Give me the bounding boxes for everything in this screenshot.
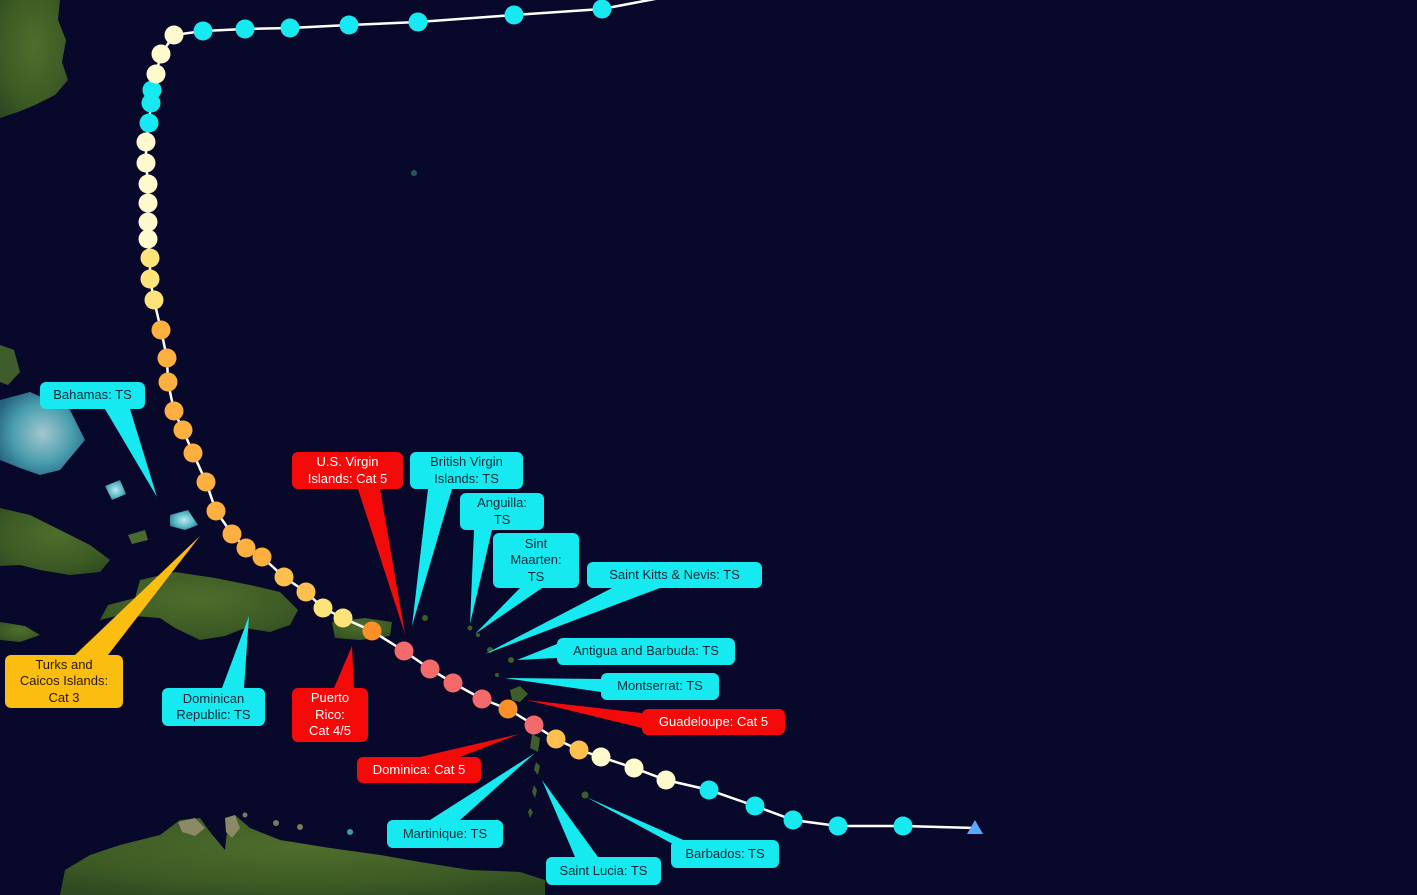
track-point-31 bbox=[157, 348, 177, 368]
track-point-8 bbox=[591, 747, 611, 767]
track-point-52 bbox=[408, 12, 428, 32]
label-martinique: Martinique: TS bbox=[387, 820, 503, 848]
callout-tail-saint-kitts-nevis bbox=[485, 588, 660, 654]
track-point-2 bbox=[828, 816, 848, 836]
track-point-34 bbox=[140, 269, 160, 289]
label-guadeloupe: Guadeloupe: Cat 5 bbox=[642, 709, 785, 735]
track-point-45 bbox=[146, 64, 166, 84]
track-point-51 bbox=[339, 15, 359, 35]
track-point-24 bbox=[222, 524, 242, 544]
track-point-48 bbox=[193, 21, 213, 41]
track-point-27 bbox=[183, 443, 203, 463]
track-point-10 bbox=[546, 729, 566, 749]
track-point-1 bbox=[893, 816, 913, 836]
track-point-14 bbox=[443, 673, 463, 693]
track-point-15 bbox=[420, 659, 440, 679]
label-puerto-rico: Puerto Rico: Cat 4/5 bbox=[292, 688, 368, 742]
storm-track-points bbox=[136, 0, 913, 836]
track-point-19 bbox=[313, 598, 333, 618]
label-sint-maarten: Sint Maarten: TS bbox=[493, 533, 579, 588]
label-barbados: Barbados: TS bbox=[671, 840, 779, 868]
track-point-38 bbox=[138, 193, 158, 213]
track-point-6 bbox=[656, 770, 676, 790]
track-point-53 bbox=[504, 5, 524, 25]
label-turks-caicos: Turks and Caicos Islands: Cat 3 bbox=[5, 655, 123, 708]
label-saint-lucia: Saint Lucia: TS bbox=[546, 857, 661, 885]
label-anguilla: Anguilla: TS bbox=[460, 493, 544, 530]
track-point-28 bbox=[173, 420, 193, 440]
callout-tail-guadeloupe bbox=[527, 700, 642, 728]
track-point-50 bbox=[280, 18, 300, 38]
track-point-54 bbox=[592, 0, 612, 19]
track-point-26 bbox=[196, 472, 216, 492]
track-point-41 bbox=[136, 132, 156, 152]
track-point-49 bbox=[235, 19, 255, 39]
track-point-23 bbox=[236, 538, 256, 558]
track-point-13 bbox=[472, 689, 492, 709]
callout-tail-montserrat bbox=[505, 678, 601, 692]
label-us-virgin-islands: U.S. Virgin Islands: Cat 5 bbox=[292, 452, 403, 489]
callout-tail-sint-maarten bbox=[475, 588, 542, 634]
track-point-37 bbox=[138, 212, 158, 232]
callout-tail-bahamas bbox=[105, 409, 157, 497]
track-point-47 bbox=[164, 25, 184, 45]
callout-tail-turks-caicos bbox=[75, 536, 200, 655]
track-point-32 bbox=[151, 320, 171, 340]
track-point-30 bbox=[158, 372, 178, 392]
track-point-46 bbox=[151, 44, 171, 64]
label-british-virgin-islands: British Virgin Islands: TS bbox=[410, 452, 523, 489]
track-point-22 bbox=[252, 547, 272, 567]
track-point-18 bbox=[333, 608, 353, 628]
track-point-40 bbox=[136, 153, 156, 173]
callout-tail-martinique bbox=[430, 753, 535, 820]
callout-tail-antigua-barbuda bbox=[517, 644, 557, 660]
label-antigua-barbuda: Antigua and Barbuda: TS bbox=[557, 638, 735, 665]
storm-origin-triangle-icon bbox=[967, 820, 983, 834]
track-point-25 bbox=[206, 501, 226, 521]
track-point-12 bbox=[498, 699, 518, 719]
track-point-9 bbox=[569, 740, 589, 760]
callout-tail-puerto-rico bbox=[334, 646, 354, 688]
track-point-17 bbox=[362, 621, 382, 641]
callout-tail-british-virgin-islands bbox=[412, 489, 452, 626]
track-point-4 bbox=[745, 796, 765, 816]
label-saint-kitts-nevis: Saint Kitts & Nevis: TS bbox=[587, 562, 762, 588]
callout-tail-dominica bbox=[420, 734, 519, 757]
track-point-44 bbox=[142, 80, 162, 100]
track-point-7 bbox=[624, 758, 644, 778]
callout-tail-barbados bbox=[586, 797, 690, 843]
track-point-11 bbox=[524, 715, 544, 735]
callout-tail-anguilla bbox=[470, 530, 492, 624]
track-point-20 bbox=[296, 582, 316, 602]
track-point-5 bbox=[699, 780, 719, 800]
label-callout-tails bbox=[75, 409, 690, 857]
track-point-16 bbox=[394, 641, 414, 661]
callout-tail-saint-lucia bbox=[542, 780, 598, 857]
track-point-3 bbox=[783, 810, 803, 830]
label-dominican-republic: Dominican Republic: TS bbox=[162, 688, 265, 726]
track-point-36 bbox=[138, 229, 158, 249]
track-point-21 bbox=[274, 567, 294, 587]
label-bahamas: Bahamas: TS bbox=[40, 382, 145, 409]
callout-tail-us-virgin-islands bbox=[358, 489, 405, 634]
callout-tail-dominican-republic bbox=[222, 616, 249, 688]
track-point-35 bbox=[140, 248, 160, 268]
track-point-29 bbox=[164, 401, 184, 421]
track-point-39 bbox=[138, 174, 158, 194]
track-point-42 bbox=[139, 113, 159, 133]
label-montserrat: Montserrat: TS bbox=[601, 673, 719, 700]
label-dominica: Dominica: Cat 5 bbox=[357, 757, 481, 783]
track-point-33 bbox=[144, 290, 164, 310]
